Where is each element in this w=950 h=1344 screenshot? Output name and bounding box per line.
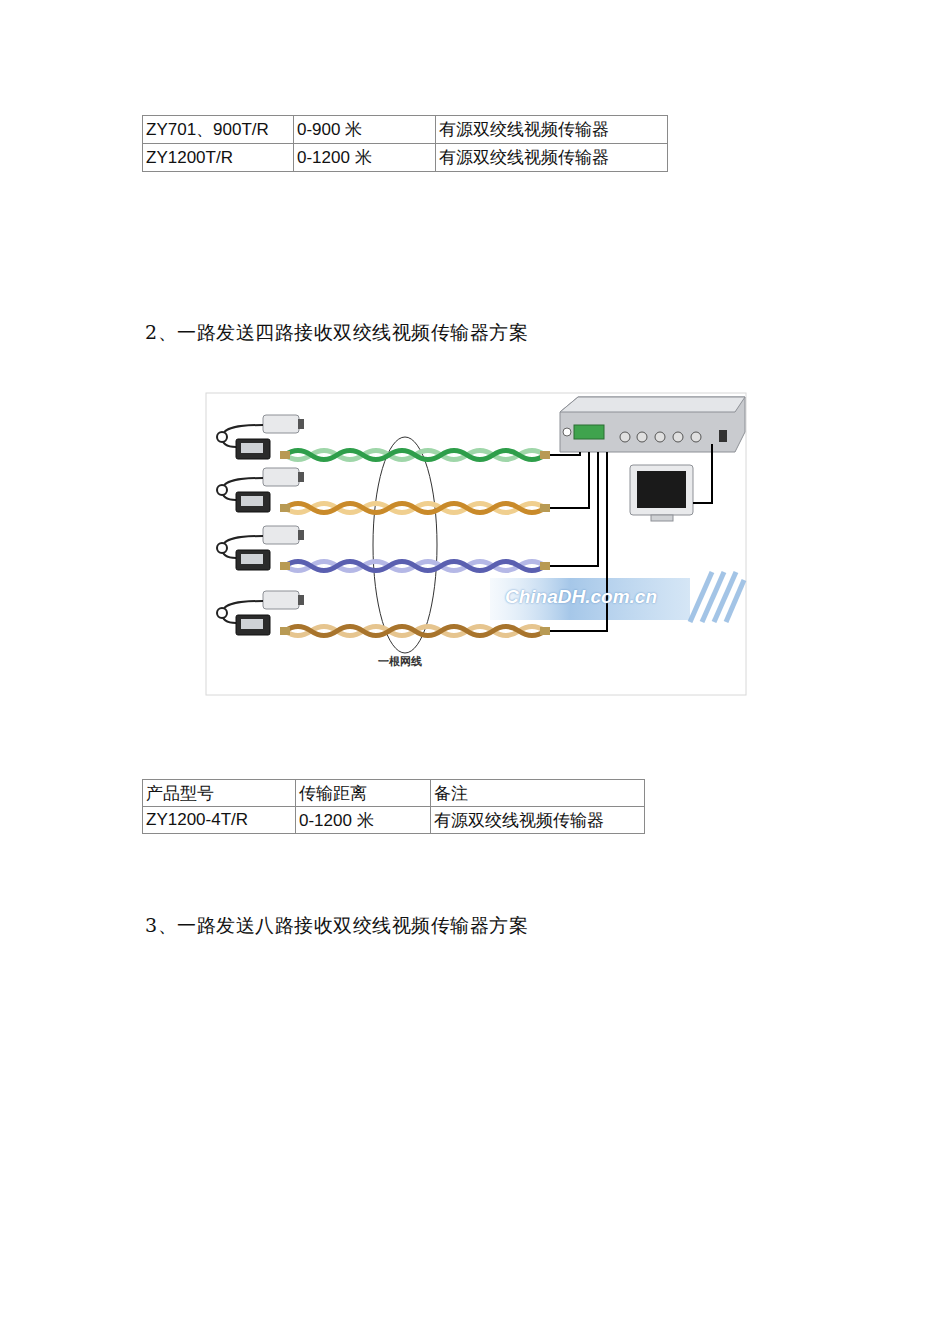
table-cell: 有源双绞线视频传输器 (434, 809, 604, 832)
section-heading: 2、一路发送四路接收双绞线视频传输器方案 (145, 320, 528, 346)
bnc-plug (217, 608, 227, 618)
table-cell-box: ZY701、900T/R (142, 115, 294, 144)
table-cell: 备注 (434, 782, 468, 805)
transmitter (236, 550, 270, 570)
table-cell-box: ZY1200T/R (142, 143, 294, 172)
bnc-plug (217, 432, 227, 442)
wire-end (280, 504, 290, 512)
table-cell: 0-1200 米 (297, 146, 372, 169)
table-cell: 产品型号 (146, 782, 214, 805)
table-cell: 有源双绞线视频传输器 (439, 146, 609, 169)
wire-end (280, 627, 290, 635)
table-cell: 有源双绞线视频传输器 (439, 118, 609, 141)
twisted-wire (285, 627, 545, 636)
callout-label: 一根网线 (376, 654, 424, 669)
table-cell-box: 传输距离 (295, 779, 431, 807)
video-cable (693, 444, 712, 503)
camera-lens (298, 530, 304, 540)
table-cell: 0-1200 米 (299, 809, 374, 832)
receiver-box (560, 397, 745, 452)
transmitter (236, 615, 270, 635)
watermark: ChinaDH.com.cn (505, 586, 657, 608)
camera (263, 526, 299, 544)
wire-end (540, 451, 550, 459)
transmitter-label (241, 496, 263, 506)
table-cell-box: ZY1200-4T/R (142, 806, 296, 834)
camera (263, 415, 299, 433)
camera (263, 591, 299, 609)
twisted-wire (285, 627, 545, 636)
wire-end (540, 627, 550, 635)
transmitter-label (241, 554, 263, 564)
table-cell-box: 有源双绞线视频传输器 (435, 143, 668, 172)
bnc-plug (217, 485, 227, 495)
cable-ellipse (373, 437, 437, 653)
watermark-band (490, 578, 690, 620)
bnc-plug (217, 543, 227, 553)
twisted-wire (285, 451, 545, 460)
feed-wire (550, 452, 589, 508)
camera-lens (298, 595, 304, 605)
table-cell-box: 有源双绞线视频传输器 (435, 115, 668, 144)
feed-wire (550, 452, 598, 566)
table-cell-box: 有源双绞线视频传输器 (430, 806, 645, 834)
table-cell-box: 备注 (430, 779, 645, 807)
twisted-wire (285, 451, 545, 460)
camera (263, 468, 299, 486)
wire-end (280, 451, 290, 459)
section-heading: 3、一路发送八路接收双绞线视频传输器方案 (145, 913, 528, 939)
table-cell-box: 0-900 米 (293, 115, 436, 144)
watermark-stripes (690, 572, 744, 622)
table-cell-box: 0-1200 米 (295, 806, 431, 834)
monitor (630, 465, 693, 521)
table-cell-box: 0-1200 米 (293, 143, 436, 172)
twisted-wire (285, 504, 545, 513)
wire-end (540, 504, 550, 512)
twisted-wire (285, 504, 545, 513)
camera-lens (298, 472, 304, 482)
picture-frame (206, 393, 746, 695)
table-cell-box: 产品型号 (142, 779, 296, 807)
transmitter (236, 492, 270, 512)
transmitter-label (241, 443, 263, 453)
wire-end (280, 562, 290, 570)
transmitter-label (241, 619, 263, 629)
table-cell: ZY701、900T/R (146, 118, 269, 141)
wire-end (540, 562, 550, 570)
twisted-wire (285, 562, 545, 571)
twisted-wire (285, 562, 545, 571)
table-cell: ZY1200T/R (146, 148, 233, 168)
table-cell: 0-900 米 (297, 118, 362, 141)
transmitter (236, 439, 270, 459)
table-cell: ZY1200-4T/R (146, 810, 248, 830)
camera-lens (298, 419, 304, 429)
table-cell: 传输距离 (299, 782, 367, 805)
feed-wire (550, 452, 580, 455)
